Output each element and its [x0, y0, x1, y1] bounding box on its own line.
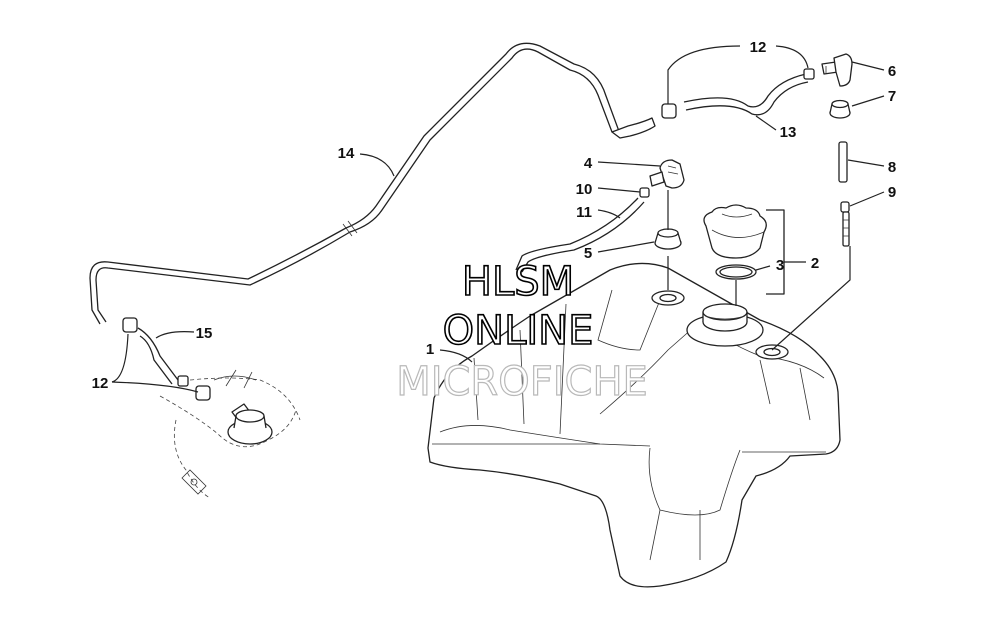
callout-6: 6 — [888, 63, 896, 80]
hose-13 — [661, 68, 815, 119]
tube-8 — [838, 141, 848, 183]
callout-1: 1 — [426, 341, 434, 358]
leader-lines — [111, 45, 885, 393]
watermark-line-2: ONLINE — [443, 308, 594, 354]
clamp-10 — [639, 187, 650, 198]
callout-12-left: 12 — [92, 375, 109, 392]
callout-3: 3 — [776, 257, 784, 274]
valve-4 — [649, 159, 685, 189]
callout-14: 14 — [338, 145, 355, 162]
callout-9: 9 — [888, 184, 896, 201]
watermark: HLSM ONLINE MICROFICHE — [396, 258, 649, 405]
callout-8: 8 — [888, 159, 896, 176]
filler-cap-2 — [703, 204, 767, 259]
callout-2: 2 — [811, 255, 819, 272]
watermark-line-3: MICROFICHE — [396, 359, 648, 405]
fuel-tank-1 — [427, 262, 841, 588]
hose-15 — [122, 317, 211, 401]
callout-13: 13 — [780, 124, 797, 141]
callout-7: 7 — [888, 88, 896, 105]
watermark-line-1: HLSM — [462, 259, 574, 305]
callout-15: 15 — [196, 325, 213, 342]
bracket-2-3 — [766, 209, 785, 295]
callout-11: 11 — [576, 204, 592, 221]
grommet-7 — [829, 99, 851, 119]
engine-detail — [159, 369, 301, 499]
callout-4: 4 — [584, 155, 593, 172]
callout-10: 10 — [576, 181, 593, 198]
hose-11 — [515, 197, 645, 273]
callout-5: 5 — [584, 245, 592, 262]
vent-line-14 — [89, 42, 656, 325]
callout-12-top: 12 — [750, 39, 767, 56]
fitting-9 — [840, 201, 850, 247]
callout-labels: 12 13 6 7 8 9 4 10 11 5 3 2 1 14 15 12 — [92, 39, 897, 392]
o-ring-3 — [715, 264, 757, 280]
grommet-5 — [654, 228, 682, 250]
elbow-fitting-6 — [821, 53, 853, 87]
